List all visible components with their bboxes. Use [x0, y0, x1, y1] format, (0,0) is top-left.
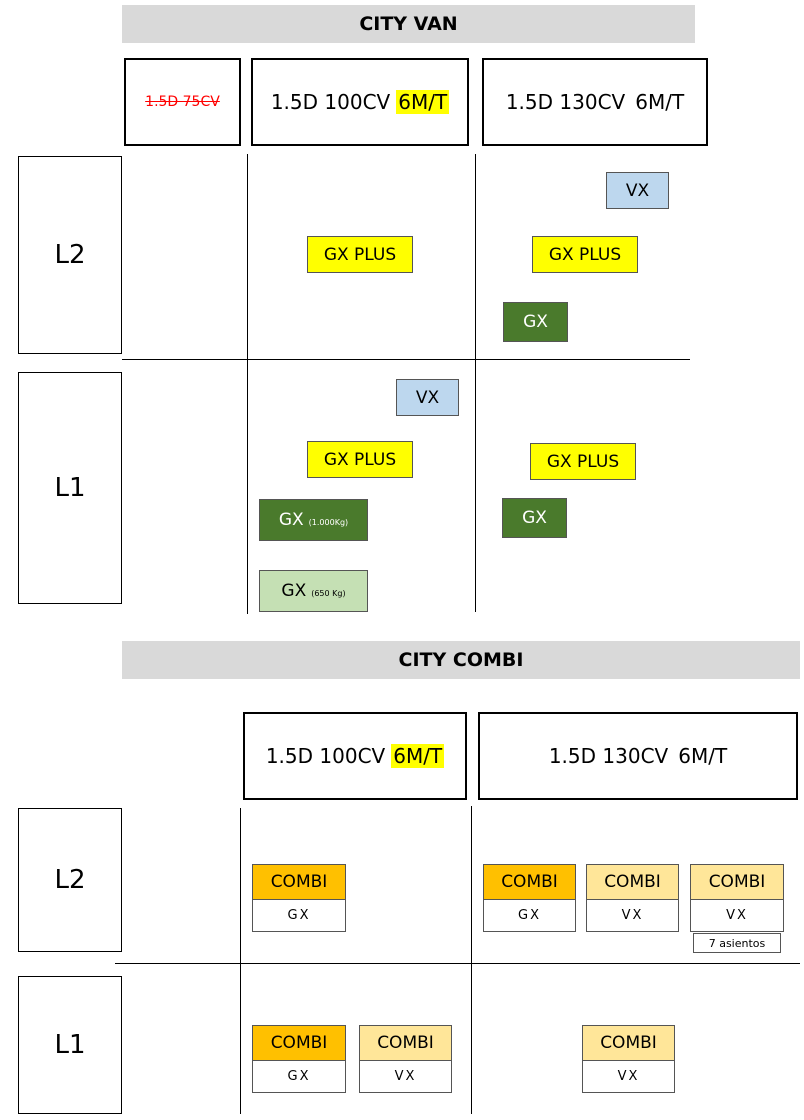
- combi-l2-130-vx-7seat-note: 7 asientos: [693, 933, 781, 953]
- combi-l1-100-gx-bottom: GX: [253, 1061, 345, 1092]
- van-l1-130-gxplus-badge: GX PLUS: [530, 443, 636, 480]
- combi-engine-130cv-trans: 6M/T: [678, 744, 728, 768]
- van-l1-100-gx-650kg-weight: (650 Kg): [311, 588, 346, 598]
- combi-row-l2-text: L2: [54, 865, 86, 895]
- van-engine-75cv-box: 1.5D 75CV: [124, 58, 241, 146]
- van-grid-vline-2: [475, 154, 476, 612]
- combi-l2-100-gx-bottom: GX: [253, 900, 345, 931]
- van-engine-100cv-trans: 6M/T: [396, 90, 450, 114]
- combi-engine-100cv-trans: 6M/T: [391, 744, 445, 768]
- combi-l2-130-vx-bottom: VX: [587, 900, 678, 931]
- combi-grid-vline-1: [240, 808, 241, 1114]
- combi-l2-130-vx-7seat-card: COMBI VX: [690, 864, 784, 932]
- van-l1-100-gx-650kg-label: GX: [281, 581, 307, 601]
- van-engine-130cv-trans: 6M/T: [635, 90, 685, 114]
- combi-grid-hline: [115, 963, 800, 964]
- combi-l1-100-gx-top: COMBI: [253, 1026, 345, 1061]
- van-engine-100cv-box: 1.5D 100CV 6M/T: [251, 58, 469, 146]
- combi-engine-130cv-label: 1.5D 130CV: [548, 744, 669, 768]
- van-l1-130-gx-badge: GX: [502, 498, 567, 538]
- van-row-l2-text: L2: [54, 240, 86, 270]
- combi-l1-130-vx-card: COMBI VX: [582, 1025, 675, 1093]
- van-grid-hline: [122, 359, 690, 360]
- combi-l1-100-vx-bottom: VX: [360, 1061, 451, 1092]
- van-l1-100-gx-1000kg-weight: (1.000Kg): [308, 517, 349, 527]
- van-row-l1-text: L1: [54, 473, 86, 503]
- combi-l2-130-vx-7seat-top: COMBI: [691, 865, 783, 900]
- van-l1-100-gx-650kg-badge: GX (650 Kg): [259, 570, 368, 612]
- city-van-title: CITY VAN: [359, 13, 458, 35]
- combi-row-l2-label: L2: [18, 808, 122, 952]
- van-l1-100-gx-1000kg-label: GX: [278, 510, 304, 530]
- van-l2-100-gxplus-badge: GX PLUS: [307, 236, 413, 273]
- van-l2-130-gxplus-label: GX PLUS: [548, 244, 622, 265]
- combi-row-l1-label: L1: [18, 976, 122, 1114]
- van-l2-130-gx-badge: GX: [503, 302, 568, 342]
- van-row-l2-label: L2: [18, 156, 122, 354]
- combi-l1-100-vx-top: COMBI: [360, 1026, 451, 1061]
- van-l1-100-vx-label: VX: [415, 387, 440, 408]
- combi-grid-vline-2: [471, 806, 472, 1114]
- combi-l2-130-vx-7seat-note-text: 7 asientos: [708, 936, 766, 950]
- combi-l2-130-gx-card: COMBI GX: [483, 864, 576, 932]
- city-combi-title: CITY COMBI: [398, 649, 524, 671]
- van-l1-100-gxplus-badge: GX PLUS: [307, 441, 413, 478]
- van-engine-75cv-label: 1.5D 75CV: [145, 94, 220, 110]
- combi-l2-130-vx-card: COMBI VX: [586, 864, 679, 932]
- van-l2-130-gx-label: GX: [523, 312, 548, 332]
- combi-l1-130-vx-top: COMBI: [583, 1026, 674, 1061]
- combi-l2-100-gx-top: COMBI: [253, 865, 345, 900]
- van-engine-130cv-box: 1.5D 130CV 6M/T: [482, 58, 708, 146]
- combi-l2-130-vx-top: COMBI: [587, 865, 678, 900]
- van-l2-100-gxplus-label: GX PLUS: [323, 244, 397, 265]
- combi-engine-130cv-box: 1.5D 130CV 6M/T: [478, 712, 798, 800]
- van-grid-vline-1: [247, 154, 248, 614]
- combi-l2-130-vx-7seat-bottom: VX: [691, 900, 783, 931]
- van-l1-130-gx-label: GX: [522, 508, 547, 528]
- van-engine-100cv-label: 1.5D 100CV: [270, 90, 391, 114]
- combi-l2-130-gx-bottom: GX: [484, 900, 575, 931]
- combi-l2-130-gx-top: COMBI: [484, 865, 575, 900]
- van-l1-100-gx-1000kg-badge: GX (1.000Kg): [259, 499, 368, 541]
- combi-l2-100-gx-card: COMBI GX: [252, 864, 346, 932]
- combi-row-l1-text: L1: [54, 1030, 86, 1060]
- combi-engine-100cv-label: 1.5D 100CV: [265, 744, 386, 768]
- van-l1-100-gxplus-label: GX PLUS: [323, 449, 397, 470]
- van-l2-130-vx-badge: VX: [606, 172, 669, 209]
- van-l1-130-gxplus-label: GX PLUS: [546, 451, 620, 472]
- city-van-banner: CITY VAN: [122, 5, 695, 43]
- van-engine-130cv-label: 1.5D 130CV: [505, 90, 626, 114]
- combi-l1-130-vx-bottom: VX: [583, 1061, 674, 1092]
- combi-l1-100-gx-card: COMBI GX: [252, 1025, 346, 1093]
- van-l2-130-vx-label: VX: [625, 180, 650, 201]
- combi-l1-100-vx-card: COMBI VX: [359, 1025, 452, 1093]
- city-combi-banner: CITY COMBI: [122, 641, 800, 679]
- van-l2-130-gxplus-badge: GX PLUS: [532, 236, 638, 273]
- van-l1-100-vx-badge: VX: [396, 379, 459, 416]
- van-row-l1-label: L1: [18, 372, 122, 604]
- combi-engine-100cv-box: 1.5D 100CV 6M/T: [243, 712, 467, 800]
